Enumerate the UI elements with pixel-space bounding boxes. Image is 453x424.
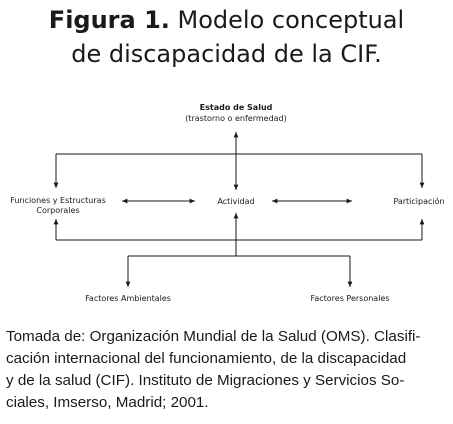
node-personal-factors: Factores Personales [310,294,389,303]
figure-title-part-2: de discapacidad de la CIF. [71,40,382,68]
figure-label: Figura 1. [48,6,170,34]
figure-title-line-2: de discapacidad de la CIF. [0,40,453,68]
node-participation: Participación [393,196,444,206]
cif-model-diagram: Estado de Salud (trastorno o enfermedad)… [10,103,444,303]
node-environmental-factors: Factores Ambientales [85,294,171,303]
node-health-condition-subtitle: (trastorno o enfermedad) [185,114,287,123]
node-body-functions-line-1: Funciones y Estructuras [10,196,105,205]
caption-line: y de la salud (CIF). Instituto de Migrac… [6,372,405,389]
figure-title-line-1: Figura 1. Modelo conceptual [0,6,453,34]
node-health-condition: Estado de Salud [200,103,273,112]
figure-caption: Tomada de: Organización Mundial de la Sa… [6,326,450,414]
figure-title-part-1: Modelo conceptual [177,6,405,34]
caption-line: Tomada de: Organización Mundial de la Sa… [6,328,421,345]
node-activity: Actividad [217,197,254,206]
caption-line: ciales, Imserso, Madrid; 2001. [6,394,209,411]
node-body-functions-line-2: Corporales [36,206,79,215]
caption-line: cación internacional del funcionamiento,… [6,350,407,367]
